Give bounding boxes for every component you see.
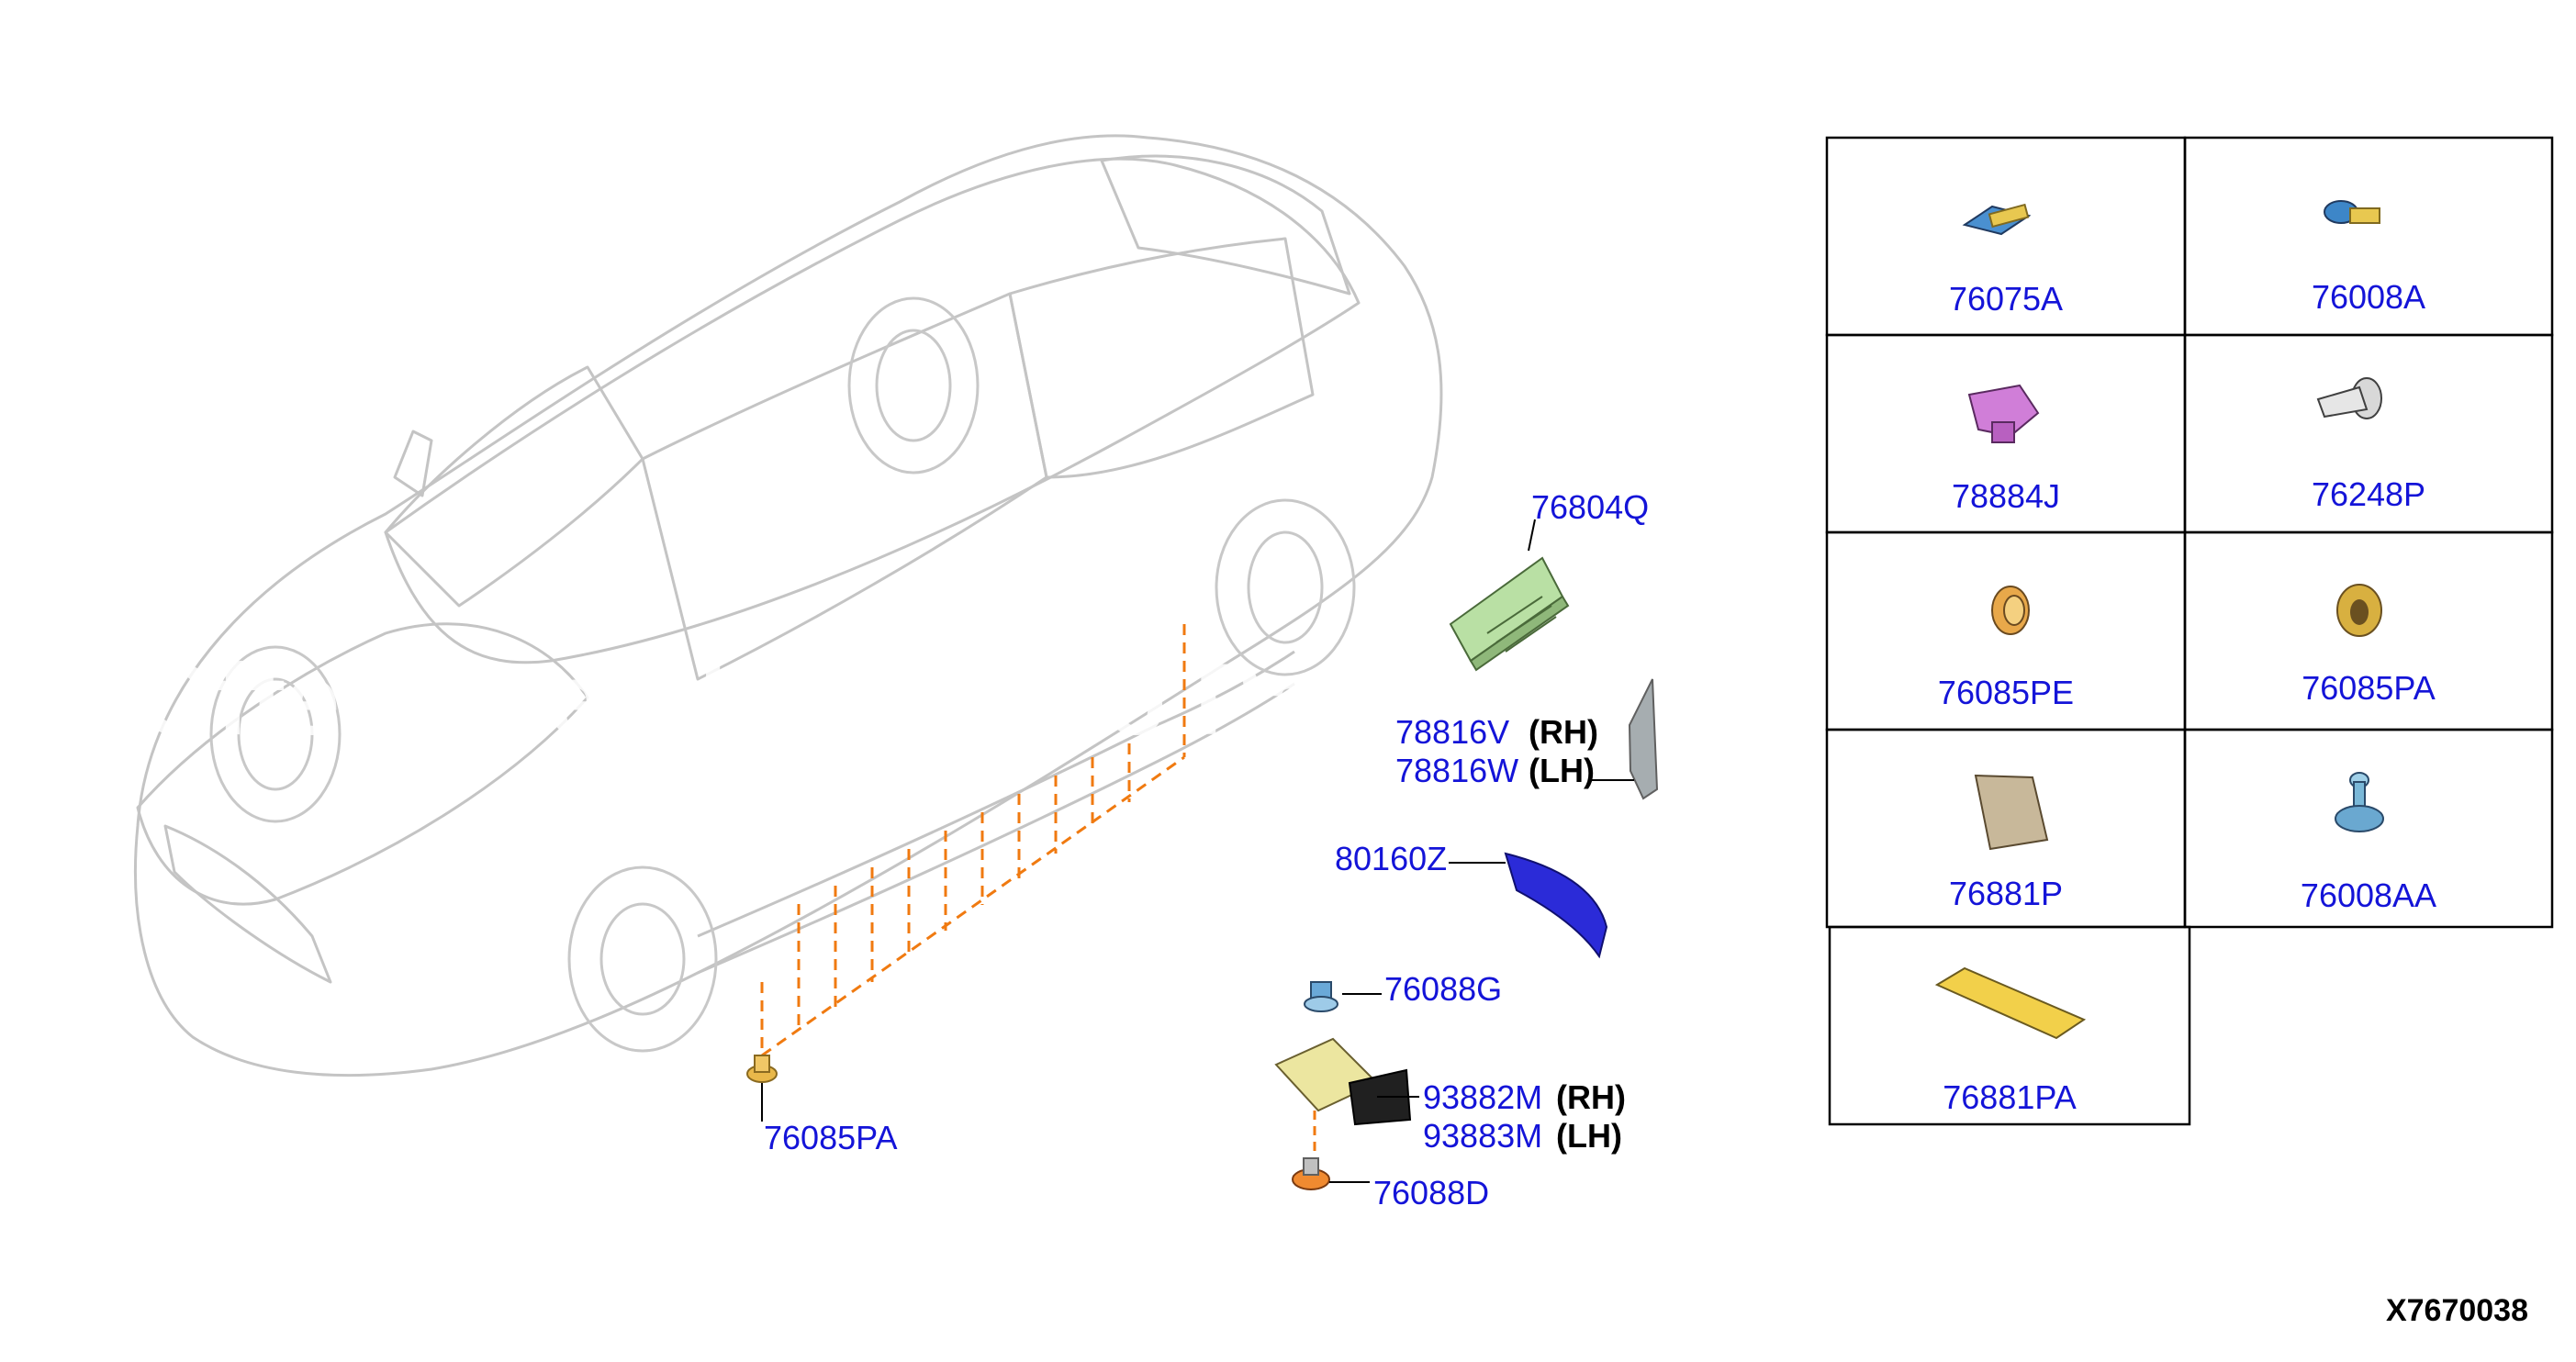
callout-76088D: 76088D (1373, 1174, 1490, 1211)
callout-93882M-side: (RH) (1556, 1078, 1626, 1116)
seal-80160Z-icon (1504, 852, 1608, 959)
grid-label-78884J: 78884J (1951, 477, 2061, 515)
callout-78816V: 78816V (1395, 713, 1510, 751)
grid-label-76248P: 76248P (2311, 475, 2426, 513)
grid-label-76085PE: 76085PE (1937, 674, 2075, 711)
pad-icon (1934, 966, 2087, 1040)
grid-label-76008AA: 76008AA (2300, 876, 2437, 914)
callout-78816V-side: (RH) (1529, 713, 1598, 751)
clip-76088D-icon (1292, 1157, 1330, 1190)
callout-93883M-side: (LH) (1556, 1117, 1622, 1155)
pad-icon (1974, 774, 2049, 851)
grommet-icon (2336, 584, 2382, 637)
push-clip-icon (1967, 384, 2040, 443)
vehicle-wheels (209, 296, 1356, 1053)
grid-label-76881PA: 76881PA (1943, 1078, 2077, 1116)
callout-80160Z: 80160Z (1335, 840, 1448, 877)
mudguard-78816-icon (1628, 678, 1659, 800)
callout-93883M: 93883M (1423, 1117, 1543, 1155)
callout-78816W-side: (LH) (1529, 752, 1595, 789)
callout-76085PA: 76085PA (764, 1119, 898, 1156)
mudflap-93882M-icon (1274, 1037, 1412, 1126)
grid-label-76075A: 76075A (1948, 280, 2064, 318)
rivet-clip-icon (2316, 377, 2382, 419)
grid-label-76085PA: 76085PA (2302, 669, 2436, 707)
clip-screw-icon (1962, 203, 2032, 236)
bracket-76804Q-icon (1449, 556, 1570, 672)
clip-76088G-icon (1304, 981, 1338, 1012)
clip-screw-icon (2324, 200, 2380, 224)
leader-76804Q (1528, 519, 1536, 552)
watermark-text: Offers Merchant Auto Parts (138, 643, 1447, 756)
callout-78816W: 78816W (1395, 752, 1519, 789)
callout-76088G: 76088G (1384, 970, 1503, 1008)
callout-93882M: 93882M (1423, 1078, 1543, 1116)
grommet-icon (1991, 586, 2030, 635)
fastener-grid (1825, 136, 2554, 1126)
grommet-76085PA-icon (746, 1055, 778, 1083)
grid-label-76881P: 76881P (1948, 875, 2064, 912)
clip-screw-icon (2335, 772, 2384, 832)
vehicle-illustration (134, 134, 1443, 1077)
fastener-leader-lines (760, 624, 1186, 1060)
sheet-id: X7670038 (2385, 1293, 2528, 1328)
callout-76804Q: 76804Q (1531, 488, 1650, 526)
grid-label-76008A: 76008A (2311, 278, 2426, 316)
